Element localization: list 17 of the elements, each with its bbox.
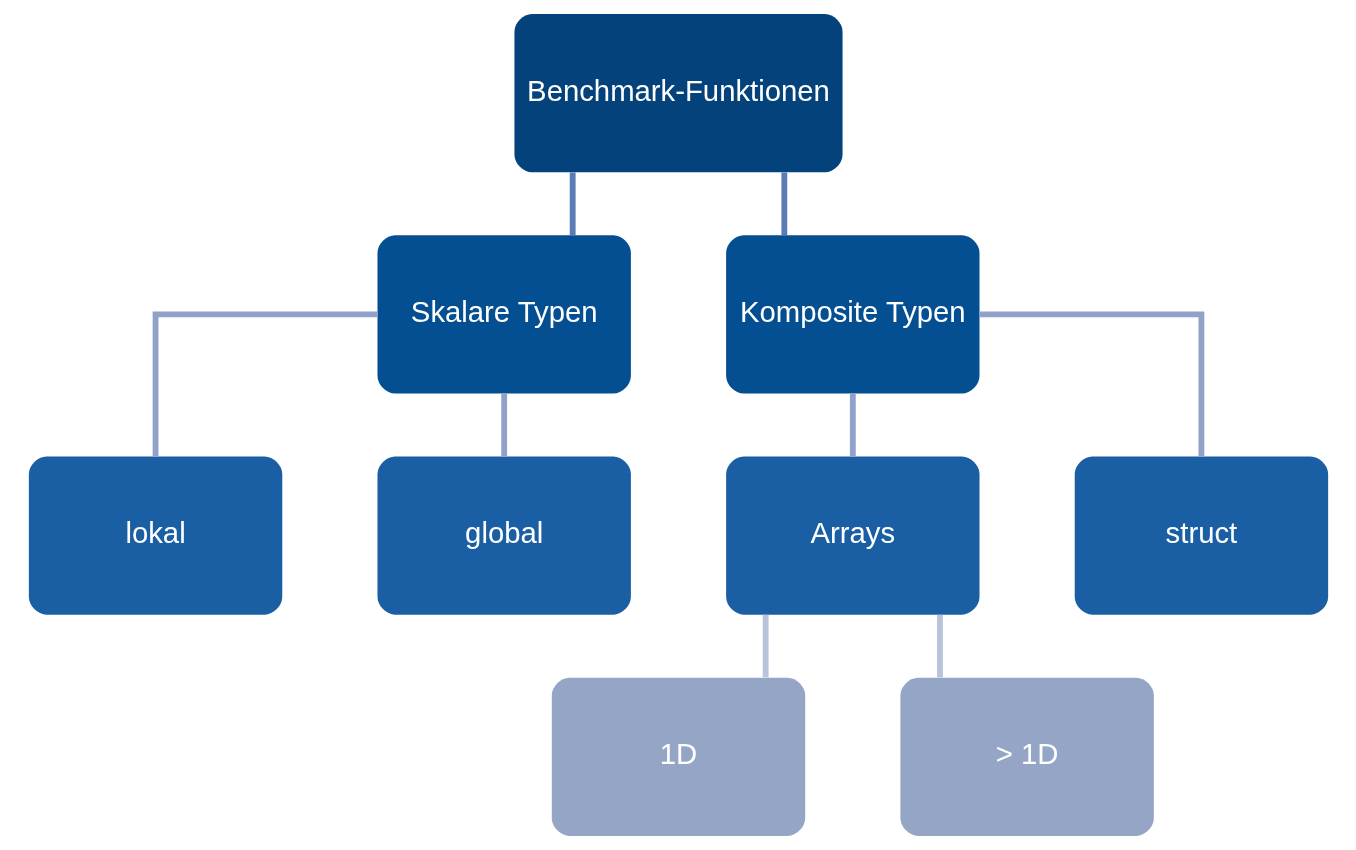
- node-box: Skalare Typen: [377, 235, 631, 394]
- node-box: global: [377, 456, 631, 615]
- connector: [979, 311, 1204, 457]
- node-box: lokal: [28, 456, 282, 615]
- node-box: Benchmark-Funktionen: [513, 14, 843, 173]
- connector: [500, 393, 507, 457]
- node-box: Komposite Typen: [725, 235, 979, 394]
- node-box: > 1D: [899, 677, 1154, 836]
- connector: [762, 614, 769, 678]
- connector: [152, 311, 377, 457]
- node-box: struct: [1074, 456, 1328, 615]
- node-box: Arrays: [725, 456, 979, 615]
- connector: [569, 172, 576, 235]
- connector: [849, 393, 856, 457]
- connector: [936, 614, 943, 678]
- node-box: 1D: [551, 677, 805, 836]
- connector: [780, 172, 787, 235]
